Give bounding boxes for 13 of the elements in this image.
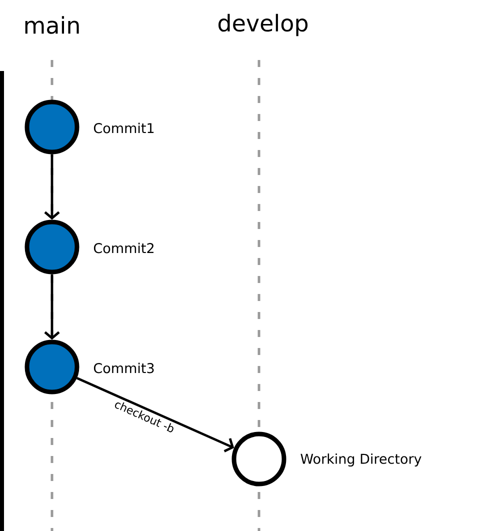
node-label: Commit1 (94, 122, 154, 134)
node-label: Working Directory (300, 453, 422, 467)
commit-circle (232, 432, 286, 486)
commit-circle (24, 220, 80, 274)
arrow (76, 376, 234, 452)
node-label: Commit3 (94, 362, 154, 374)
arrow (44, 154, 60, 220)
arrow (44, 274, 60, 340)
lane-heading: main (25, 16, 79, 34)
commit-circle (24, 100, 80, 154)
node-label: Commit2 (94, 242, 154, 254)
commit-circle (24, 340, 80, 394)
lane-heading: develop (218, 14, 308, 36)
